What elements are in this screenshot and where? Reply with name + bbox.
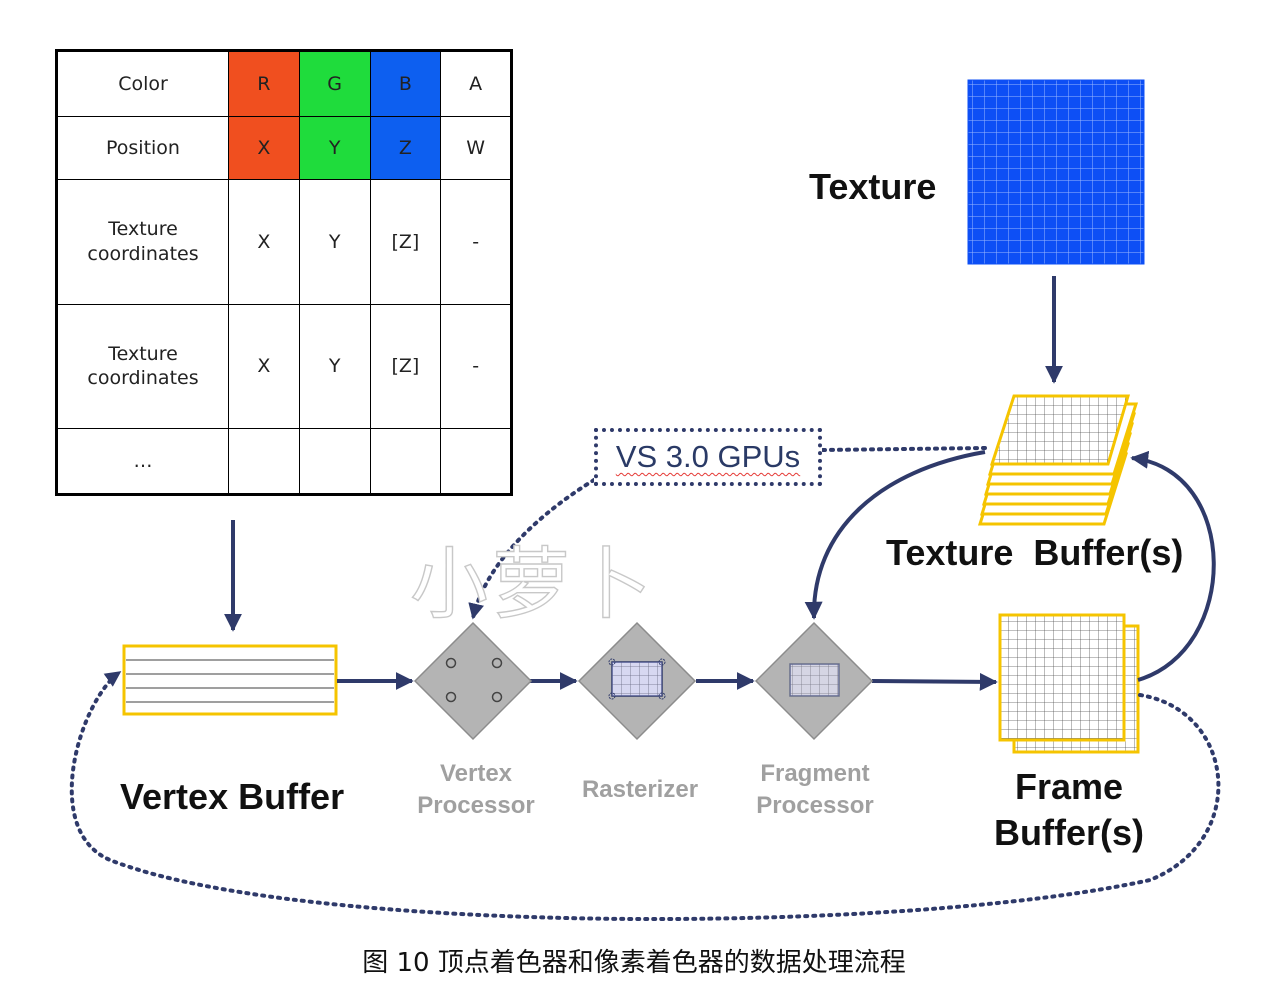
component-cell: [Z]: [369, 303, 442, 430]
fragment-processor-label: Fragment Processor: [744, 758, 886, 822]
vertex-processor-label-line2: Processor: [417, 792, 535, 819]
fragment-processor-label-line2: Processor: [756, 792, 874, 819]
component-cell: [Z]: [369, 179, 442, 305]
component-cell: W: [440, 115, 512, 181]
fragment-processor-icon: [754, 621, 874, 741]
vertex-buffer-icon: [122, 644, 338, 716]
attribute-label-cell: Texture coordinates: [56, 179, 229, 305]
table-row: …: [56, 428, 512, 495]
arrow-texture-buffer-to-fp: [804, 450, 986, 620]
vs-3-gpus-note: VS 3.0 GPUs: [594, 428, 822, 486]
rasterizer-label: Rasterizer: [581, 776, 699, 803]
component-cell: Z: [369, 115, 442, 181]
frame-buffer-label-line1: Frame: [1014, 766, 1124, 807]
component-cell: [440, 428, 512, 495]
frame-buffer-label: Frame Buffer(s): [994, 764, 1144, 856]
dotted-arrow-vs-to-vp: [468, 478, 596, 620]
attribute-label-cell: Position: [56, 115, 229, 181]
component-cell: Y: [298, 115, 371, 181]
component-cell: G: [298, 50, 371, 117]
watermark-text: 小萝卜: [409, 539, 657, 630]
vertex-buffer-label: Vertex Buffer: [120, 776, 345, 817]
component-cell: [369, 428, 442, 495]
arrow-frame-buffer-to-texture-buffer: [1130, 450, 1216, 682]
vertex-processor-label-line1: Vertex: [439, 760, 513, 787]
frame-buffer-stack-icon: [998, 613, 1140, 754]
attribute-label-cell: Texture coordinates: [56, 303, 229, 430]
texture-buffer-label: Texture Buffer(s): [886, 532, 1184, 573]
rasterizer-icon: [577, 621, 697, 741]
texture-buffer-stack-icon: [977, 394, 1139, 526]
arrow-fp-to-fb: [871, 672, 998, 691]
component-cell: Y: [298, 179, 371, 305]
component-cell: A: [440, 50, 512, 117]
figure-caption: 图 10 顶点着色器和像素着色器的数据处理流程: [362, 948, 906, 978]
dotted-line-vs-to-texture-buffer: [821, 446, 987, 452]
component-cell: X: [228, 115, 300, 181]
frame-buffer-label-line2: Buffer(s): [994, 812, 1144, 853]
texture-icon: [967, 79, 1145, 265]
component-cell: -: [440, 303, 512, 430]
vertex-processor-icon: [413, 621, 533, 741]
component-cell: X: [228, 179, 300, 305]
component-cell: X: [228, 303, 300, 430]
attribute-label-cell: …: [56, 428, 229, 495]
vertex-processor-label: Vertex Processor: [406, 758, 546, 822]
vs-note-text: VS 3.0 GPUs: [615, 439, 801, 474]
component-cell: [298, 428, 371, 495]
texture-label: Texture: [809, 166, 937, 207]
dotted-loop-frame-buffer-to-vertex-buffer: [69, 670, 1221, 922]
fragment-processor-label-line1: Fragment: [760, 760, 870, 787]
